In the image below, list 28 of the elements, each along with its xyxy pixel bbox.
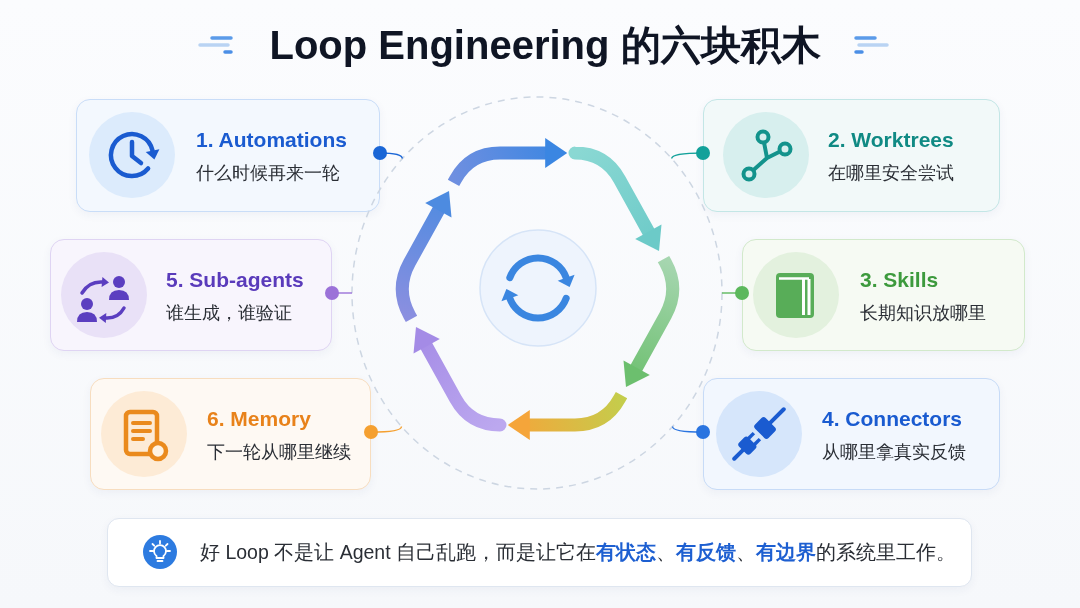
card-heading: 5. Sub-agents	[166, 267, 304, 293]
card-subtitle: 长期知识放哪里	[860, 302, 986, 325]
card-heading: 4. Connectors	[822, 406, 963, 432]
info-card	[742, 239, 1025, 351]
note-box	[107, 518, 972, 587]
card-heading: 6. Memory	[207, 406, 311, 432]
card-subtitle: 谁生成，谁验证	[166, 302, 292, 325]
connector-line	[721, 286, 749, 300]
info-card	[703, 378, 1000, 490]
dashed-ring	[351, 96, 723, 490]
connector-line	[364, 425, 403, 439]
card-heading: 3. Skills	[860, 267, 939, 293]
info-card	[50, 239, 332, 351]
note-text: 好 Loop 不是让 Agent 自己乱跑，而是让它在有状态、有反馈、有边界的系统里工作。	[200, 540, 956, 565]
card-heading: 2. Worktrees	[828, 127, 954, 153]
info-card	[76, 99, 380, 212]
card-subtitle: 在哪里安全尝试	[828, 162, 954, 185]
card-subtitle: 下一轮从哪里继续	[207, 441, 351, 464]
card-subtitle: 从哪里拿真实反馈	[822, 441, 966, 464]
info-card	[90, 378, 371, 490]
connector-line	[325, 286, 353, 300]
connector-line	[671, 146, 710, 160]
card-heading: 1. Automations	[196, 127, 347, 153]
connector-line	[671, 425, 710, 439]
title: Loop Engineering 的六块积木	[269, 22, 821, 69]
card-subtitle: 什么时候再来一轮	[196, 162, 340, 185]
connector-line	[373, 146, 403, 160]
info-card	[703, 99, 1000, 212]
